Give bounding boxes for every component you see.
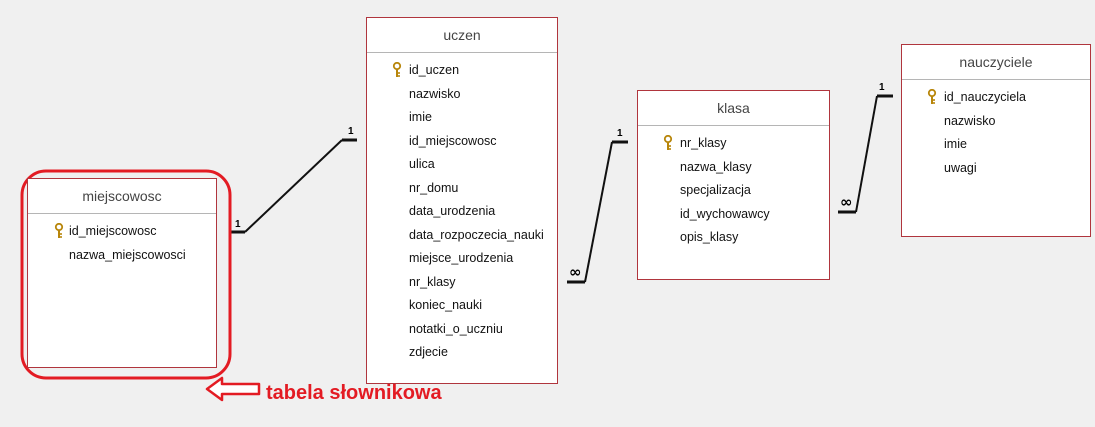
primary-key-icon xyxy=(54,222,64,239)
cardinality-one-label: 1 xyxy=(235,219,241,230)
field-name: imie xyxy=(944,137,967,151)
table-klasa[interactable]: klasa nr_klasy nazwa_klasy specjalizacja id… xyxy=(637,90,830,280)
field-list: nr_klasy nazwa_klasy specjalizacja id_wycho… xyxy=(638,126,829,250)
field-name: zdjecie xyxy=(409,345,448,359)
field-name: specjalizacja xyxy=(680,183,751,197)
field-name: imie xyxy=(409,110,432,124)
field-name: id_miejscowosc xyxy=(409,133,497,148)
field-row[interactable]: nazwa_miejscowosci xyxy=(28,244,216,268)
field-row[interactable]: imie xyxy=(367,106,557,130)
field-name: id_miejscowosc xyxy=(69,224,157,238)
field-name: nazwisko xyxy=(409,86,461,101)
field-row[interactable]: data_urodzenia xyxy=(367,200,557,224)
field-name: id_uczen xyxy=(409,63,460,77)
arrow-left-icon xyxy=(205,376,261,402)
field-name: notatki_o_uczniu xyxy=(409,321,503,336)
field-name: nazwa_klasy xyxy=(680,159,752,174)
table-uczen[interactable]: uczen id_uczen nazwisko imie id_miejscowosc… xyxy=(366,17,558,384)
field-name: nr_klasy xyxy=(680,136,727,150)
field-name: nr_domu xyxy=(409,180,459,195)
cardinality-many-label: ∞ xyxy=(569,263,582,281)
relationship-uczen-klasa[interactable]: ∞ 1 xyxy=(567,128,628,284)
field-row[interactable]: data_rozpoczecia_nauki xyxy=(367,224,557,248)
field-row[interactable]: id_wychowawcy xyxy=(638,203,829,227)
field-name: uwagi xyxy=(944,160,977,175)
field-name: miejsce_urodzenia xyxy=(409,251,514,265)
primary-key-icon xyxy=(392,61,402,78)
field-list: id_nauczyciela nazwisko imie uwagi xyxy=(902,80,1090,180)
field-row[interactable]: nazwa_klasy xyxy=(638,156,829,180)
field-row[interactable]: ulica xyxy=(367,153,557,177)
field-row[interactable]: specjalizacja xyxy=(638,179,829,203)
field-list: id_miejscowosc nazwa_miejscowosci xyxy=(28,214,216,267)
field-row[interactable]: id_uczen xyxy=(367,59,557,83)
field-row[interactable]: miejsce_urodzenia xyxy=(367,247,557,271)
cardinality-one-label: 1 xyxy=(617,128,623,139)
relationship-klasa-nauczyciele[interactable]: ∞ 1 xyxy=(838,82,893,214)
field-name: koniec_nauki xyxy=(409,298,482,312)
field-name: nazwisko xyxy=(944,113,996,128)
field-row[interactable]: id_miejscowosc xyxy=(28,220,216,244)
field-row[interactable]: nazwisko xyxy=(902,110,1090,134)
field-name: nr_klasy xyxy=(409,274,456,289)
field-name: opis_klasy xyxy=(680,230,739,244)
field-name: id_wychowawcy xyxy=(680,206,770,221)
highlight-outline xyxy=(20,169,232,380)
table-nauczyciele[interactable]: nauczyciele id_nauczyciela nazwisko imie uw… xyxy=(901,44,1091,237)
cardinality-one-label: 1 xyxy=(879,82,885,93)
table-title: klasa xyxy=(638,91,829,126)
field-name: data_rozpoczecia_nauki xyxy=(409,227,544,242)
field-name: ulica xyxy=(409,157,435,171)
relationship-miejscowosc-uczen[interactable]: 1 1 xyxy=(229,126,357,234)
field-row[interactable]: nr_klasy xyxy=(638,132,829,156)
table-title: uczen xyxy=(367,18,557,53)
field-row[interactable]: imie xyxy=(902,133,1090,157)
field-row[interactable]: zdjecie xyxy=(367,341,557,365)
field-row[interactable]: opis_klasy xyxy=(638,226,829,250)
field-row[interactable]: nr_klasy xyxy=(367,271,557,295)
field-row[interactable]: koniec_nauki xyxy=(367,294,557,318)
primary-key-icon xyxy=(663,134,673,151)
cardinality-one-label: 1 xyxy=(348,126,354,137)
primary-key-icon xyxy=(927,88,937,105)
annotation-label: tabela słownikowa xyxy=(266,382,442,404)
table-miejscowosc[interactable]: miejscowosc id_miejscowosc nazwa_miejscow… xyxy=(27,178,217,368)
field-row[interactable]: uwagi xyxy=(902,157,1090,181)
field-row[interactable]: id_nauczyciela xyxy=(902,86,1090,110)
field-name: nazwa_miejscowosci xyxy=(69,247,186,262)
cardinality-many-label: ∞ xyxy=(840,193,853,211)
field-row[interactable]: notatki_o_uczniu xyxy=(367,318,557,342)
field-name: data_urodzenia xyxy=(409,204,496,218)
table-title: nauczyciele xyxy=(902,45,1090,80)
field-row[interactable]: nazwisko xyxy=(367,83,557,107)
field-row[interactable]: id_miejscowosc xyxy=(367,130,557,154)
table-title: miejscowosc xyxy=(28,179,216,214)
field-name: id_nauczyciela xyxy=(944,90,1026,104)
field-row[interactable]: nr_domu xyxy=(367,177,557,201)
